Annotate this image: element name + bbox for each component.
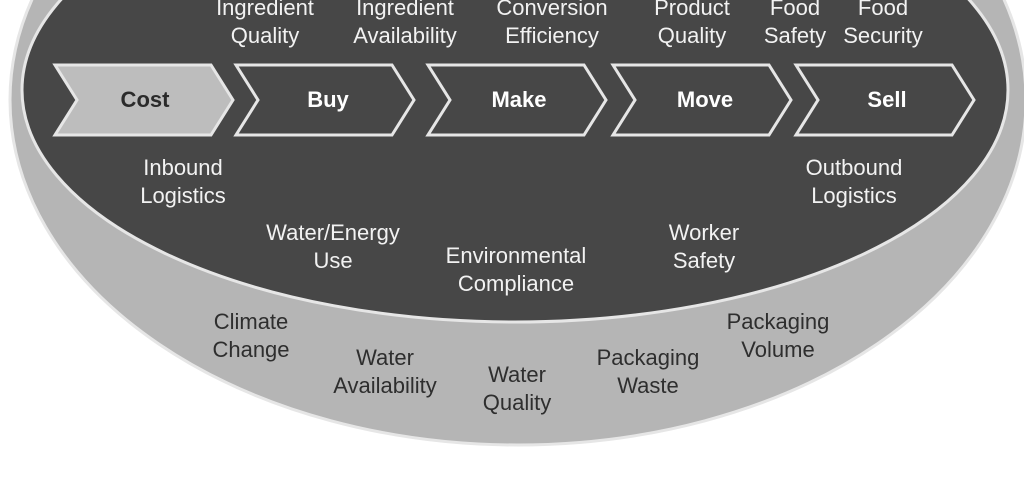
stage-label-buy: Buy: [307, 87, 349, 112]
stage-label-move: Move: [676, 87, 734, 112]
chevron-buy: [233, 63, 416, 137]
chevron-sell: [793, 63, 976, 137]
stage-label-make: Make: [491, 87, 547, 112]
chevron-move: [610, 63, 793, 137]
chevron-make: [425, 63, 608, 137]
chevron-cost: [52, 63, 235, 137]
stage-label-sell: Sell: [867, 87, 907, 112]
stage-label-cost: Cost: [120, 87, 170, 112]
stage-chevrons: [52, 63, 976, 137]
